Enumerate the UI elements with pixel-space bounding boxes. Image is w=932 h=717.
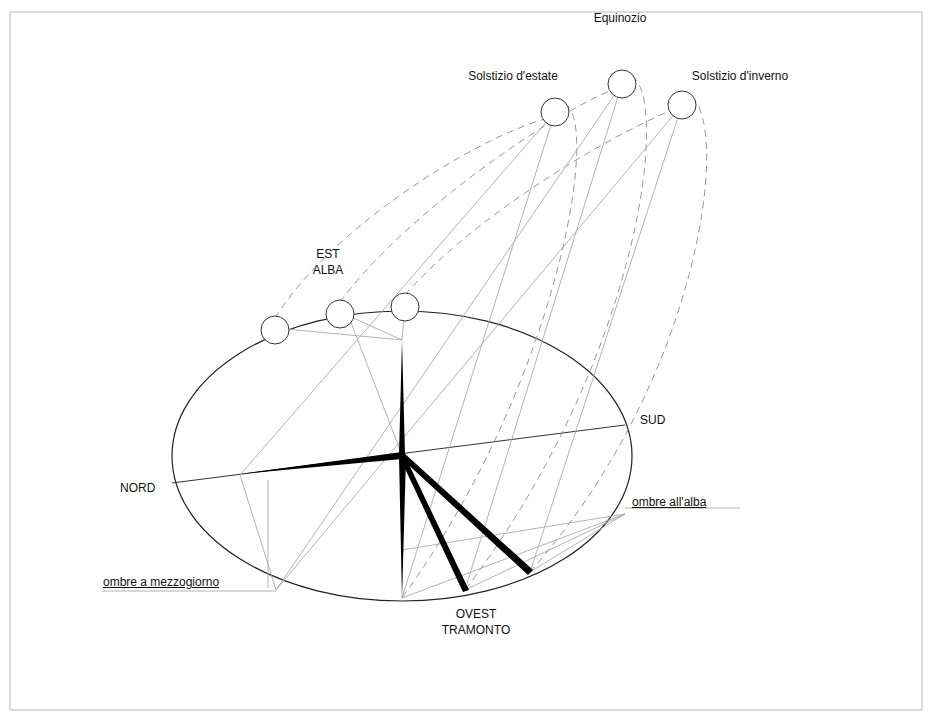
horizon-ellipse bbox=[172, 311, 632, 601]
direction-label: OVEST TRAMONTO bbox=[426, 606, 526, 638]
sun-rays bbox=[102, 84, 740, 598]
north-south-line bbox=[172, 425, 625, 483]
direction-label: EST ALBA bbox=[303, 246, 353, 278]
sun-arcs bbox=[275, 76, 707, 598]
sun-label: Equinozio bbox=[594, 10, 647, 26]
frame bbox=[10, 12, 922, 710]
direction-label: NORD bbox=[120, 480, 155, 496]
shadow-label: ombre a mezzogiorno bbox=[103, 574, 219, 590]
sun-label: Solstizio d'inverno bbox=[692, 68, 788, 84]
shadow-label: ombre all'alba bbox=[632, 494, 706, 510]
gnomon-shadows bbox=[240, 340, 533, 600]
sun-label: Solstizio d'estate bbox=[468, 68, 558, 84]
sun-circles bbox=[261, 70, 696, 344]
direction-label: SUD bbox=[640, 412, 665, 428]
